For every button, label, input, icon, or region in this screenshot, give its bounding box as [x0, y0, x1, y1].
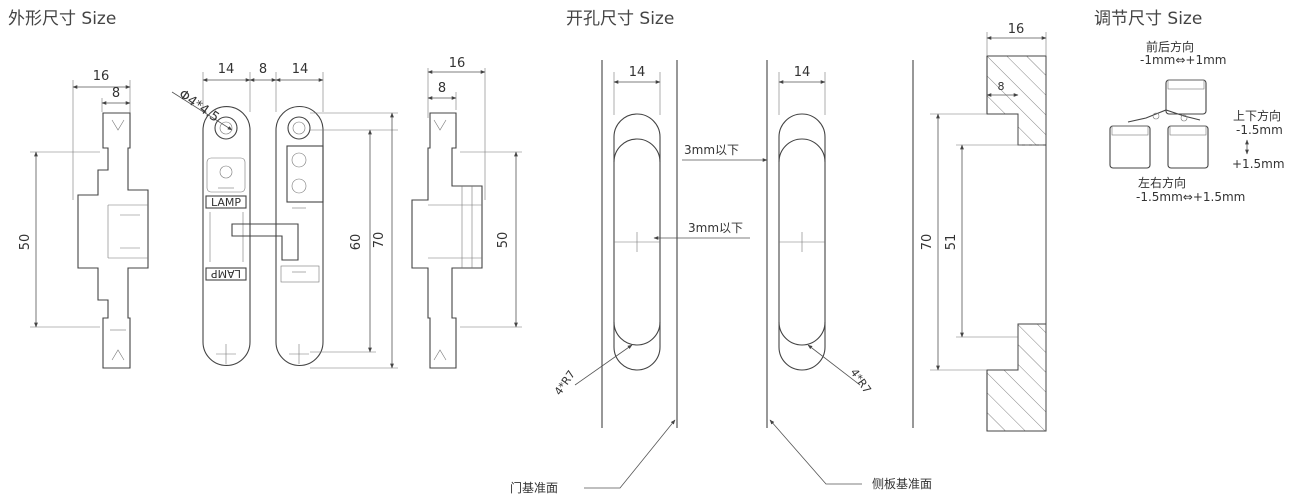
hole-view: 14 14 3mm以下 3mm以下 4*R7 4*R7 门基准面 侧板基准面 [510, 60, 932, 495]
radius-right: 4*R7 [848, 366, 874, 396]
hinge-adjust-icon: 前后方向 -1mm⇔+1mm 上下方向 -1.5mm +1.5mm 左右方向 -… [1109, 39, 1285, 204]
door-ref-note: 门基准面 [510, 480, 558, 495]
dim-8-mid: 8 [259, 62, 267, 77]
adjust-section-view: 16 8 70 51 [920, 22, 1047, 432]
front-back-title: 前后方向 [1146, 39, 1194, 54]
adjust-dim-8: 8 [998, 80, 1005, 93]
logo-bottom: LAMP [211, 267, 241, 280]
dim-16-left: 16 [93, 69, 110, 84]
adjust-size-title: 调节尺寸 Size [1094, 9, 1203, 29]
gap-top: 3mm以下 [684, 143, 739, 157]
logo-top: LAMP [211, 196, 241, 209]
hole-dim-14-right: 14 [794, 65, 811, 80]
left-right-title: 左右方向 [1138, 175, 1186, 190]
dim-14-b: 14 [292, 62, 309, 77]
radius-left: 4*R7 [552, 368, 578, 398]
up-down-title: 上下方向 [1233, 108, 1281, 123]
left-right-range: -1.5mm⇔+1.5mm [1136, 190, 1245, 204]
dim-16-right: 16 [449, 56, 466, 71]
dim-diameter: Φ4*4.5 [176, 87, 222, 125]
dim-70: 70 [372, 232, 387, 249]
dim-8-left: 8 [112, 86, 120, 101]
outer-size-title: 外形尺寸 Size [8, 9, 117, 29]
dim-8-right: 8 [438, 81, 446, 96]
up-down-plus: +1.5mm [1232, 157, 1285, 171]
outer-side-view-right: 16 8 50 [411, 56, 522, 369]
side-ref-note: 侧板基准面 [872, 477, 932, 491]
dim-60: 60 [349, 234, 364, 251]
adjust-dim-16: 16 [1008, 22, 1025, 37]
adjust-dim-51: 51 [944, 234, 959, 251]
up-down-minus: -1.5mm [1236, 123, 1283, 137]
adjust-dim-70: 70 [920, 234, 935, 251]
dim-50-right: 50 [496, 232, 511, 249]
outer-front-view: 14 8 14 Φ4*4.5 LAMP LAMP [171, 62, 398, 369]
front-back-range: -1mm⇔+1mm [1140, 53, 1226, 67]
hole-size-title: 开孔尺寸 Size [566, 9, 675, 29]
gap-mid: 3mm以下 [688, 221, 743, 235]
outer-side-view-left: 16 8 50 [18, 69, 149, 369]
dim-50-left: 50 [18, 234, 33, 251]
dim-14-a: 14 [218, 62, 235, 77]
hole-dim-14-left: 14 [629, 65, 646, 80]
